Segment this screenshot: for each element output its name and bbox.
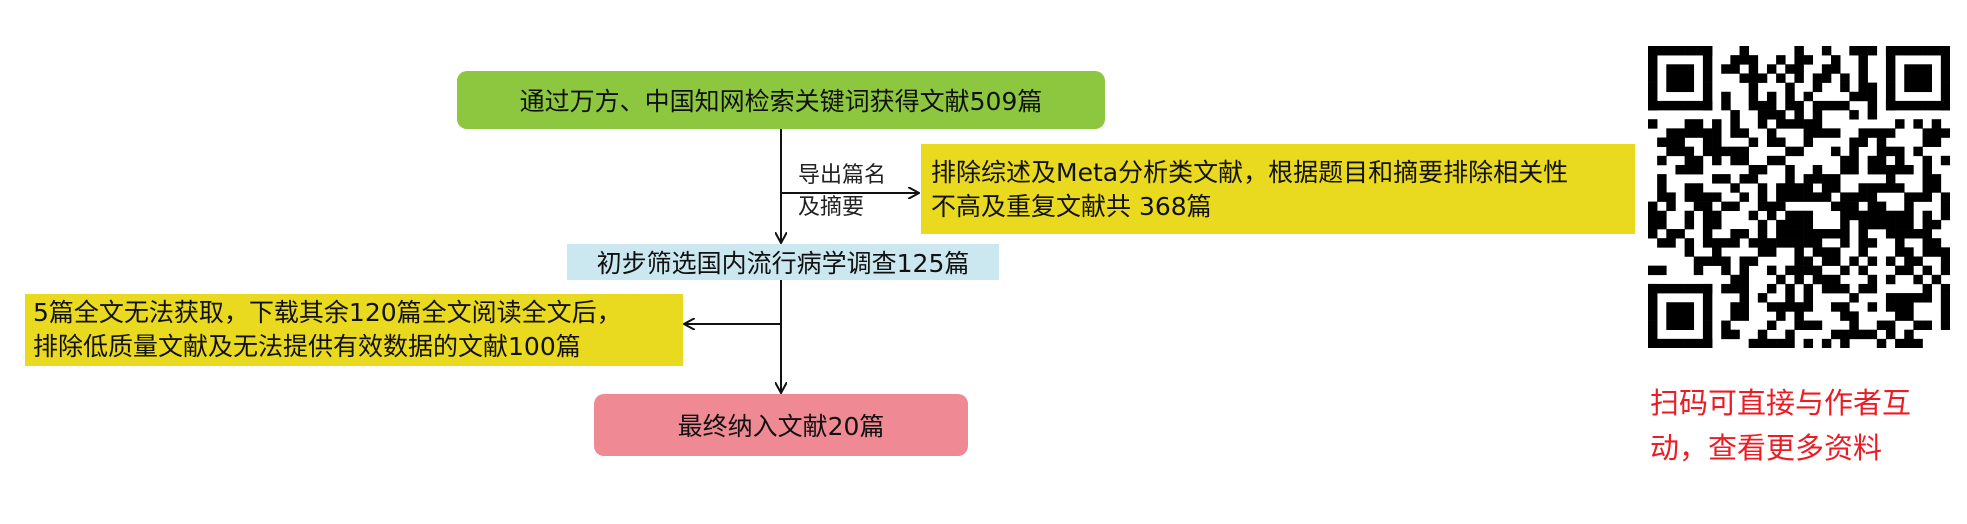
qr-caption: 扫码可直接与作者互 动，查看更多资料 [1650, 381, 1960, 471]
exclusion-1-line1: 排除综述及Meta分析类文献，根据题目和摘要排除相关性 [931, 158, 1569, 187]
qr-caption-line2: 动，查看更多资料 [1650, 431, 1883, 465]
step-search-results-text: 通过万方、中国知网检索关键词获得文献509篇 [519, 87, 1043, 116]
qr-caption-line1: 扫码可直接与作者互 [1650, 386, 1912, 420]
exclusion-2-line2: 排除低质量文献及无法提供有效数据的文献100篇 [33, 332, 581, 361]
exclusion-1-line2: 不高及重复文献共 368篇 [931, 192, 1212, 221]
exclusion-box-1: 排除综述及Meta分析类文献，根据题目和摘要排除相关性 不高及重复文献共 368… [921, 144, 1635, 234]
step-search-results: 通过万方、中国知网检索关键词获得文献509篇 [457, 71, 1105, 129]
exclusion-2-line1: 5篇全文无法获取，下载其余120篇全文阅读全文后， [33, 298, 622, 327]
edge-label-line1: 导出篇名 [798, 163, 887, 188]
step-preliminary-screening: 初步筛选国内流行病学调查125篇 [567, 244, 999, 280]
step-final-included-text: 最终纳入文献20篇 [677, 412, 885, 441]
edge-label-export: 导出篇名 及摘要 [798, 160, 886, 224]
edge-label-line2: 及摘要 [798, 195, 865, 220]
step-preliminary-screening-text: 初步筛选国内流行病学调查125篇 [596, 249, 970, 278]
qr-code-icon[interactable] [1648, 46, 1950, 348]
step-final-included: 最终纳入文献20篇 [594, 394, 968, 456]
exclusion-box-2: 5篇全文无法获取，下载其余120篇全文阅读全文后， 排除低质量文献及无法提供有效… [25, 294, 683, 366]
